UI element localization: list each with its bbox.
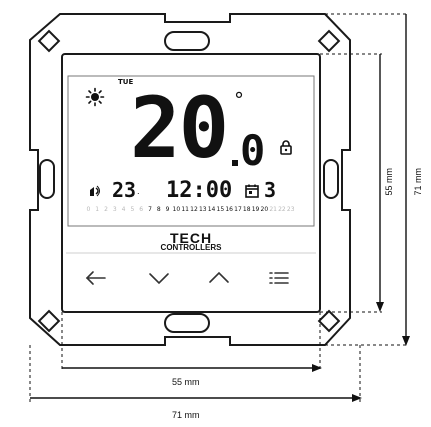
hour-mark: 3 [112, 206, 117, 213]
program-number: 3 [264, 178, 277, 202]
hour-mark: 8 [156, 206, 161, 213]
inner-width-label: 55 mm [172, 377, 200, 387]
sun-icon [85, 87, 105, 107]
brand-logo-controllers: CONTROLLERS [160, 243, 222, 252]
arrow-left-icon [85, 271, 106, 285]
hour-mark: 19 [251, 206, 260, 213]
hour-mark: 18 [242, 206, 251, 213]
set-temperature-decimal: . [137, 187, 140, 196]
hour-mark: 15 [216, 206, 225, 213]
calendar-icon [245, 184, 259, 198]
hour-mark: 20 [260, 206, 269, 213]
degree-symbol: ° [234, 88, 244, 112]
temperature-decimal: 0 [240, 126, 266, 175]
hour-mark: 1 [95, 206, 100, 213]
hour-mark: 13 [198, 206, 207, 213]
hour-mark: 11 [181, 206, 189, 213]
hour-mark: 0 [86, 206, 91, 213]
hour-mark: 22 [278, 206, 286, 213]
menu-button[interactable] [267, 268, 291, 288]
outer-height-label: 71 mm [413, 168, 423, 196]
hour-mark: 9 [165, 206, 170, 213]
menu-icon [269, 272, 289, 284]
day-label: TUE [118, 78, 134, 86]
hour-mark: 10 [172, 206, 181, 213]
back-button[interactable] [84, 268, 108, 288]
clock-time: 12:00 [166, 178, 233, 203]
chevron-up-icon [209, 271, 229, 283]
hour-mark: 16 [225, 206, 233, 213]
hour-mark: 23 [286, 206, 295, 213]
decimal-dot [232, 160, 238, 166]
hour-mark: 12 [190, 206, 198, 213]
lock-icon [280, 140, 292, 155]
inner-height-label: 55 mm [384, 168, 394, 196]
down-button[interactable] [147, 270, 171, 286]
hour-mark: 7 [148, 206, 152, 213]
hour-mark: 5 [130, 206, 135, 213]
set-temperature: 23 [112, 178, 137, 202]
hour-mark: 14 [207, 206, 216, 213]
up-button[interactable] [207, 270, 231, 286]
outer-width-label: 71 mm [172, 410, 200, 420]
hour-mark: 2 [104, 206, 108, 213]
brand-logo-tech: TECH [169, 230, 213, 246]
hour-mark: 17 [234, 206, 242, 213]
fan-icon [90, 185, 100, 197]
chevron-down-icon [149, 273, 169, 285]
hour-mark: 4 [121, 206, 126, 213]
hour-mark: 21 [269, 206, 277, 213]
current-temperature: 20 [130, 79, 229, 177]
hour-mark: 6 [139, 206, 144, 213]
